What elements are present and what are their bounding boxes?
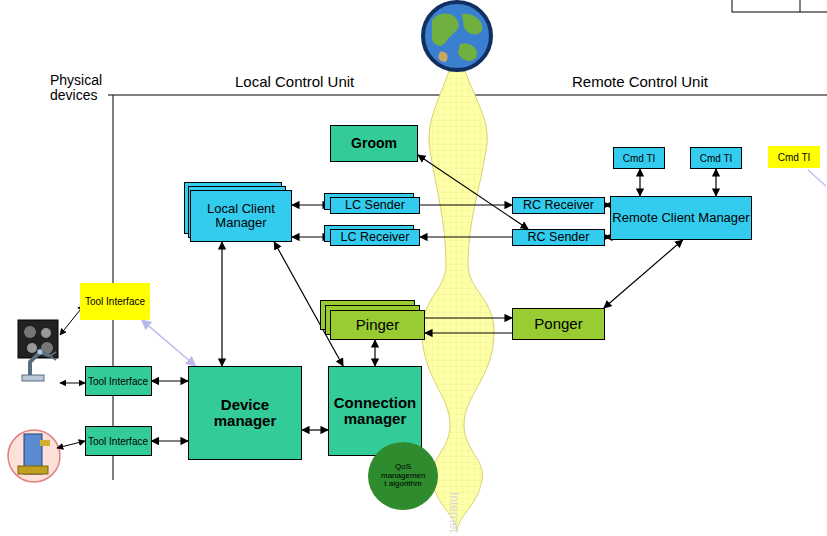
process-box: Ponger (512, 308, 605, 340)
robot-arm-icon (22, 349, 56, 381)
algorithm-ellipse: QoS managemen t algorithm (368, 442, 438, 510)
process-box: Local Client Manager (190, 190, 292, 242)
process-box: Device manager (188, 366, 302, 460)
connector (425, 317, 512, 318)
connector (604, 240, 683, 308)
box-label: LC Receiver (341, 231, 410, 245)
connector (302, 429, 328, 430)
connector (374, 340, 375, 366)
box-label: Tool Interface (88, 376, 148, 387)
connector (152, 440, 189, 441)
box-label: RC Receiver (523, 199, 594, 213)
pending-link (808, 170, 826, 186)
process-box: Cmd TI (613, 147, 665, 169)
connector (221, 242, 222, 366)
connector (420, 236, 512, 237)
box-label: Cmd TI (700, 153, 733, 164)
box-label: RC Sender (528, 231, 590, 245)
box-label: Connection manager (329, 395, 421, 428)
box-label: Ponger (534, 316, 582, 333)
box-label: Remote Client Manager (612, 211, 749, 225)
section-label: Remote Control Unit (572, 73, 708, 90)
process-box: Tool Interface (80, 283, 150, 320)
process-box: Tool Interface (85, 366, 152, 396)
process-box: Groom (330, 125, 418, 162)
connector (152, 380, 189, 381)
table-fragment (732, 0, 827, 12)
device-wire (60, 383, 85, 384)
process-box: RC Sender (512, 229, 605, 246)
box-label: Cmd TI (623, 153, 656, 164)
machine-tool-icon (8, 430, 60, 482)
process-box: RC Receiver (512, 197, 605, 214)
process-box: Cmd TI (690, 147, 742, 169)
box-label: Local Client Manager (191, 202, 291, 231)
box-label: Tool Interface (85, 296, 145, 307)
process-box: Remote Client Manager (610, 196, 752, 240)
box-label: Tool Interface (88, 436, 148, 447)
section-label: Local Control Unit (235, 73, 354, 90)
watermark: Internet (447, 492, 461, 533)
connector (420, 204, 512, 205)
connector (715, 169, 716, 196)
box-label: QoS managemen t algorithm (381, 463, 425, 489)
process-box: LC Sender (330, 197, 420, 214)
globe-icon (423, 2, 491, 70)
connector (425, 332, 512, 333)
connector (142, 320, 196, 366)
box-label: Device manager (189, 397, 301, 430)
device-wire (57, 441, 85, 448)
connector (639, 169, 640, 196)
box-label: LC Sender (345, 199, 405, 213)
box-label: Groom (351, 136, 397, 151)
box-label: Pinger (356, 317, 399, 334)
process-box: LC Receiver (330, 229, 420, 246)
connector (418, 155, 528, 229)
box-label: Cmd TI (778, 152, 811, 163)
process-box: Pinger (330, 310, 425, 340)
table-divider (800, 0, 801, 12)
control-panel-icon (18, 320, 58, 358)
section-label: Physical devices (50, 73, 114, 104)
process-box: Tool Interface (85, 426, 152, 456)
process-box: Cmd TI (768, 146, 820, 168)
